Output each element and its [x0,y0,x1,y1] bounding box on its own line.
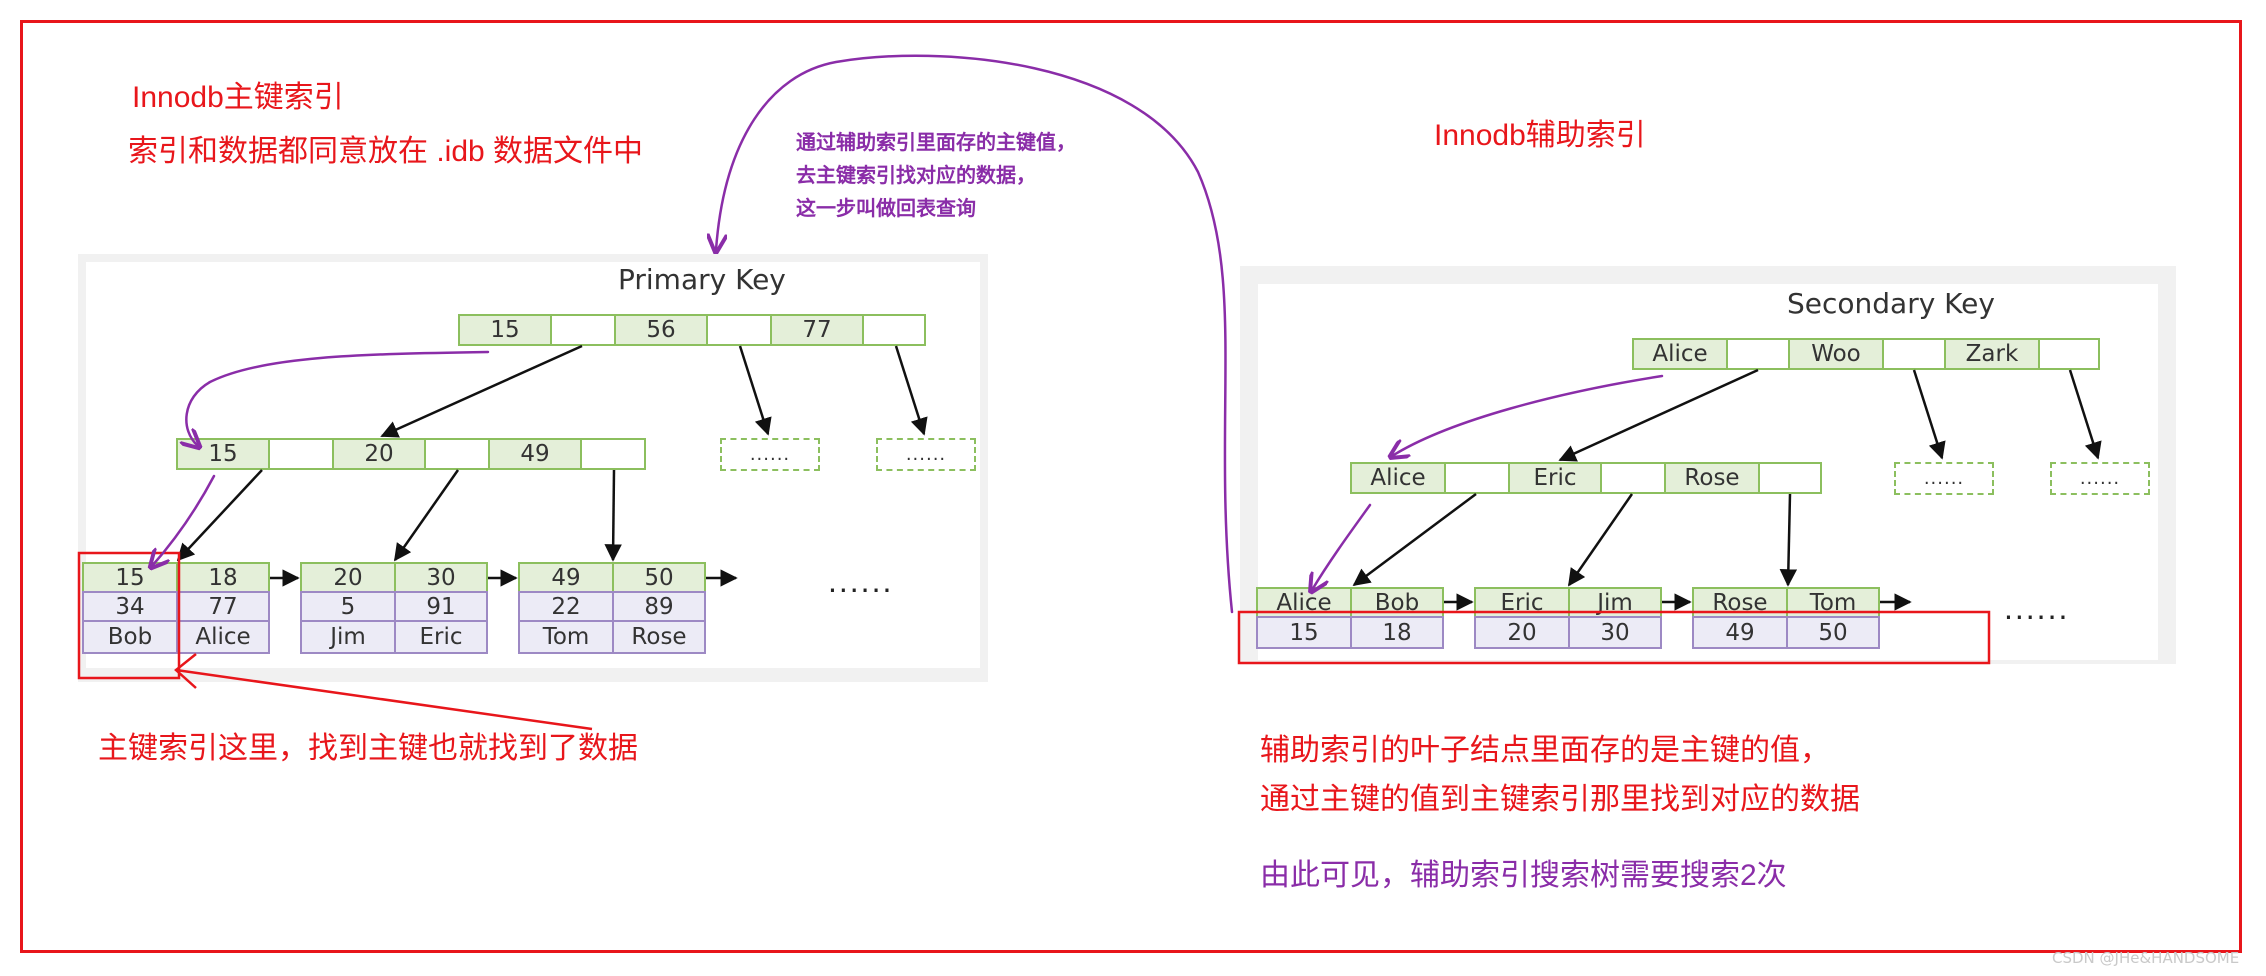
pk-internal-ptr-3 [580,438,646,470]
pk-leaf2-key-2: 30 [394,562,488,593]
sk-leaf1-value-1: 15 [1256,616,1352,649]
pk-root-key-2: 56 [614,314,708,346]
sk-placeholder-2: ...... [2050,462,2150,495]
pk-tree-arrows [176,344,928,587]
lookup-note: 通过辅助索引里面存的主键值， 去主键索引找对应的数据， 这一步叫做回表查询 [796,127,1076,226]
pk-leaf2-row2-a: Jim [300,620,396,654]
red-pointer-arrow [174,653,593,731]
right-title: Innodb辅助索引 [1434,119,1646,152]
sk-leaf3-value-1: 49 [1692,616,1788,649]
sk-root-key-1: Alice [1632,338,1728,370]
left-caption: 主键索引这里，找到主键也就找到了数据 [98,732,638,765]
outer-frame [20,20,2242,953]
left-subtitle: 索引和数据都同意放在 .idb 数据文件中 [128,135,644,168]
sk-leaf2-value-2: 30 [1568,616,1662,649]
sk-leaf-ellipsis: ...... [2004,590,2070,626]
pk-internal-ptr-2 [424,438,490,470]
sk-internal-key-1: Alice [1350,462,1446,494]
sk-internal-ptr-2 [1600,462,1666,494]
sk-root-ptr-2 [1882,338,1946,370]
purple-annotation-strokes [152,54,1664,614]
pk-root-key-3: 77 [770,314,864,346]
pk-leaf1-row2-b: Alice [176,620,270,654]
pk-leaf3-key-1: 49 [518,562,614,593]
pk-leaf1-row1-b: 77 [176,591,270,622]
pk-leaf3-row2-a: Tom [518,620,614,654]
right-caption-line-1: 辅助索引的叶子结点里面存的是主键的值， [1260,734,1830,767]
sk-leaf1-value-2: 18 [1350,616,1444,649]
pk-placeholder-2: ...... [876,438,976,471]
sk-internal-ptr-3 [1758,462,1822,494]
pk-leaf-highlight-box [77,551,181,680]
sk-leaf2-value-1: 20 [1474,616,1570,649]
primary-key-title: Primary Key [618,263,786,296]
pk-placeholder-1: ...... [720,438,820,471]
sk-internal-key-3: Rose [1664,462,1760,494]
pk-leaf1-row1-a: 34 [82,591,178,622]
lookup-note-line-3: 这一步叫做回表查询 [796,198,976,220]
sk-leaf3-value-2: 50 [1786,616,1880,649]
pk-leaf3-row1-b: 89 [612,591,706,622]
pk-leaf1-row2-a: Bob [82,620,178,654]
pk-internal-key-2: 20 [332,438,426,470]
pk-root-key-1: 15 [458,314,552,346]
sk-placeholder-1: ...... [1894,462,1994,495]
sk-root-ptr-3 [2038,338,2100,370]
pk-root-ptr-1 [550,314,616,346]
sk-leaf-highlight-box [1237,610,1991,665]
pk-leaf2-row1-b: 91 [394,591,488,622]
secondary-key-title: Secondary Key [1787,287,1995,320]
pk-internal-key-3: 49 [488,438,582,470]
pk-leaf2-row2-b: Eric [394,620,488,654]
left-title: Innodb主键索引 [132,81,344,114]
lookup-note-line-1: 通过辅助索引里面存的主键值， [796,132,1076,154]
watermark: CSDN @JHe&HANDSOME [2052,949,2240,967]
pk-leaf3-key-2: 50 [612,562,706,593]
pk-leaf-ellipsis: ...... [828,563,894,599]
pk-root-ptr-3 [862,314,926,346]
sk-root-key-3: Zark [1944,338,2040,370]
pk-leaf3-row2-b: Rose [612,620,706,654]
right-conclusion: 由此可见，辅助索引搜索树需要搜索2次 [1260,859,1787,892]
sk-root-ptr-1 [1726,338,1790,370]
pk-internal-ptr-1 [268,438,334,470]
sk-internal-key-2: Eric [1508,462,1602,494]
right-caption-line-2: 通过主键的值到主键索引那里找到对应的数据 [1260,783,1860,816]
lookup-note-line-2: 去主键索引找对应的数据， [796,165,1036,187]
sk-tree-arrows [1352,368,2102,611]
